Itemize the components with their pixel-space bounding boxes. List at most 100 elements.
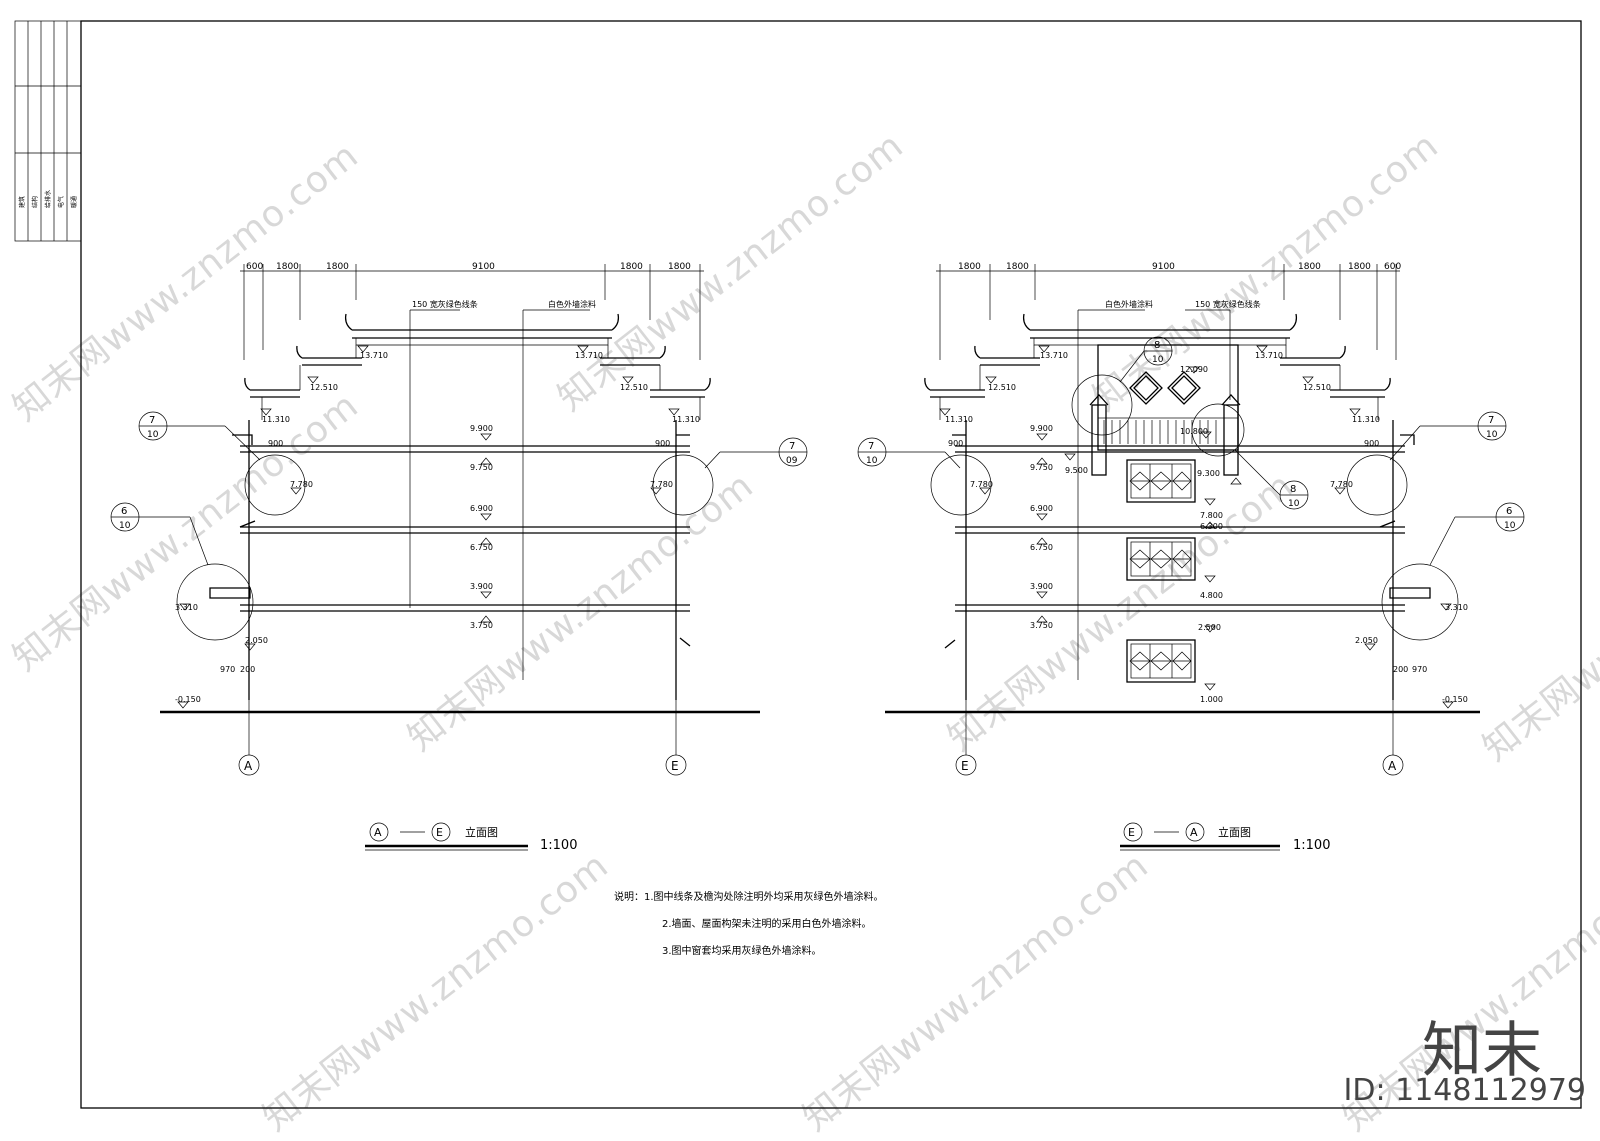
dim-label: 9100	[472, 262, 495, 272]
material-label: 150 宽灰绿色线条	[1195, 299, 1261, 309]
level-label: 7.800	[1200, 511, 1223, 520]
small-dim: 900	[948, 439, 963, 448]
callout-sheet: 10	[119, 521, 131, 531]
level-label: 9.900	[1030, 424, 1053, 433]
level-label: 13.710	[1040, 351, 1068, 360]
level-label: 7.780	[970, 480, 993, 489]
title-block-text: 电气	[57, 196, 65, 208]
level-label: 7.780	[1330, 480, 1353, 489]
level-label: 7.780	[650, 480, 673, 489]
dim-label: 600	[1384, 262, 1401, 272]
dim-label: 1800	[1006, 262, 1029, 272]
title-block-text: 给排水	[44, 190, 52, 208]
title-block: 建筑 结构 给排水 电气 暖通	[14, 20, 82, 242]
level-label: 6.900	[470, 504, 493, 513]
view-axis: A	[374, 826, 382, 839]
level-label: 3.310	[1445, 603, 1468, 612]
callout-sheet: 09	[786, 456, 798, 466]
axis-label: A	[244, 759, 253, 773]
level-label: 13.710	[575, 351, 603, 360]
view-axis: A	[1190, 826, 1198, 839]
level-label: -0.150	[175, 695, 201, 704]
level-label: 3.750	[470, 621, 493, 630]
level-label: 4.800	[1200, 591, 1223, 600]
level-label: 9.300	[1197, 469, 1220, 478]
level-label: 12.090	[1180, 365, 1208, 374]
callout-num: 8	[1154, 340, 1160, 351]
material-label: 150 宽灰绿色线条	[412, 299, 478, 309]
title-block-text: 建筑	[18, 196, 26, 208]
dim-label: 1800	[668, 262, 691, 272]
small-dim: 900	[1364, 439, 1379, 448]
callout-num: 7	[1488, 415, 1494, 426]
view-axis: E	[436, 826, 443, 839]
level-label: 9.750	[1030, 463, 1053, 472]
sheet-border	[80, 20, 1582, 1109]
level-label: 12.510	[310, 383, 338, 392]
level-label: 11.310	[1352, 415, 1380, 424]
material-label: 白色外墙涂料	[548, 299, 596, 309]
brand-logo: 知末	[1422, 1016, 1542, 1086]
callout-sheet: 10	[1288, 499, 1300, 509]
title-block-text: 暖通	[70, 196, 78, 208]
level-label: 10.800	[1180, 427, 1208, 436]
view-scale: 1:100	[1293, 838, 1330, 853]
level-label: 1.000	[1200, 695, 1223, 704]
level-label: -0.150	[1442, 695, 1468, 704]
note-line-3: 3.图中窗套均采用灰绿色外墙涂料。	[662, 946, 822, 957]
callout-sheet: 10	[147, 430, 159, 440]
axis-label: E	[671, 759, 679, 773]
level-label: 9.500	[1065, 466, 1088, 475]
level-label: 2.050	[245, 636, 268, 645]
callout-num: 8	[1290, 484, 1296, 495]
small-dim: 900	[655, 439, 670, 448]
callout-sheet: 10	[1504, 521, 1516, 531]
level-label: 11.310	[945, 415, 973, 424]
left-elevation: 600 1800 1800 9100 1800 1800 150 宽灰绿色线条 …	[110, 262, 808, 853]
small-dim: 970	[1412, 665, 1427, 674]
dim-label: 1800	[1348, 262, 1371, 272]
small-dim: 200	[240, 665, 255, 674]
callout-num: 6	[1506, 506, 1512, 517]
axis-label: A	[1388, 759, 1397, 773]
note-line-1: 说明：1.图中线条及檐沟处除注明外均采用灰绿色外墙涂料。	[614, 892, 884, 903]
dim-label: 9100	[1152, 262, 1175, 272]
callout-num: 7	[868, 441, 874, 452]
callout-num: 7	[789, 441, 795, 452]
level-label: 3.750	[1030, 621, 1053, 630]
view-title: 立面图	[1218, 825, 1251, 839]
level-label: 6.750	[470, 543, 493, 552]
level-label: 12.510	[620, 383, 648, 392]
callout-sheet: 10	[1486, 430, 1498, 440]
level-label: 6.900	[1030, 504, 1053, 513]
view-title: 立面图	[465, 825, 498, 839]
small-dim: 970	[220, 665, 235, 674]
level-label: 3.310	[175, 603, 198, 612]
dim-label: 1800	[276, 262, 299, 272]
dim-label: 1800	[958, 262, 981, 272]
view-axis: E	[1128, 826, 1135, 839]
right-elevation: 1800 1800 9100 1800 1800 600 白色外墙涂料 150 …	[857, 262, 1525, 853]
small-dim: 900	[268, 439, 283, 448]
level-label: 11.310	[672, 415, 700, 424]
level-label: 3.900	[470, 582, 493, 591]
dim-label: 1800	[1298, 262, 1321, 272]
small-dim: 200	[1393, 665, 1408, 674]
title-block-text: 结构	[31, 196, 39, 208]
dim-label: 1800	[326, 262, 349, 272]
level-label: 2.500	[1198, 623, 1221, 632]
level-label: 12.510	[988, 383, 1016, 392]
level-label: 11.310	[262, 415, 290, 424]
dim-label: 600	[246, 262, 263, 272]
level-label: 6.750	[1030, 543, 1053, 552]
callout-sheet: 10	[1152, 355, 1164, 365]
callout-num: 6	[121, 506, 127, 517]
image-id: ID: 1148112979	[1343, 1073, 1586, 1108]
level-label: 6.300	[1200, 522, 1223, 531]
level-label: 13.710	[1255, 351, 1283, 360]
view-scale: 1:100	[540, 838, 577, 853]
dim-label: 1800	[620, 262, 643, 272]
level-label: 9.900	[470, 424, 493, 433]
callout-num: 7	[149, 415, 155, 426]
level-label: 7.780	[290, 480, 313, 489]
